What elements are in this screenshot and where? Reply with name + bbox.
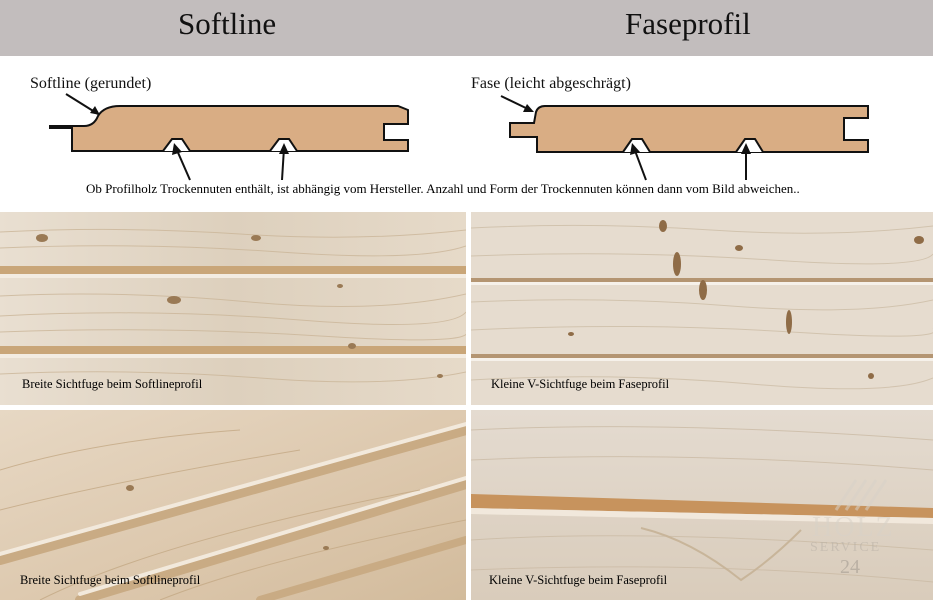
- fase-groove-arrow-1: [633, 147, 647, 181]
- softline-title: Softline: [178, 6, 277, 41]
- photo-fase-front: Kleine V-Sichtfuge beim Faseprofil: [471, 212, 933, 405]
- softline-board-profile: [49, 105, 409, 152]
- title-bar: Softline Faseprofil: [0, 0, 933, 56]
- softline-groove-1: [162, 138, 191, 152]
- photo-caption: Breite Sichtfuge beim Softlineprofil: [22, 377, 203, 391]
- fase-label: Fase (leicht abgeschrägt): [471, 75, 631, 92]
- photo-fase-angle: Kleine V-Sichtfuge beim Faseprofil: [471, 410, 933, 600]
- profile-diagrams: [49, 93, 869, 181]
- softline-groove-arrow-1: [175, 147, 191, 181]
- photo-softline-angle: Breite Sichtfuge beim Softlineprofil: [0, 410, 466, 600]
- faseprofil-title: Faseprofil: [625, 6, 751, 41]
- groove-note: Ob Profilholz Trockennuten enthält, ist …: [86, 181, 800, 196]
- photo-caption: Kleine V-Sichtfuge beim Faseprofil: [489, 573, 668, 587]
- logo-text-24: 24: [840, 556, 860, 578]
- fase-groove-1: [622, 138, 651, 153]
- holzservice24-logo: HOLZ SERVICE 24: [808, 476, 904, 586]
- logo-text-service: SERVICE: [810, 540, 882, 555]
- softline-label: Softline (gerundet): [30, 75, 152, 92]
- fase-board-profile: [509, 105, 869, 153]
- fase-groove-2: [735, 138, 764, 153]
- photo-caption: Breite Sichtfuge beim Softlineprofil: [20, 573, 201, 587]
- photo-caption: Kleine V-Sichtfuge beim Faseprofil: [491, 377, 670, 391]
- photo-softline-front: Breite Sichtfuge beim Softlineprofil: [0, 212, 466, 405]
- logo-text-holz: HOLZ: [812, 512, 895, 543]
